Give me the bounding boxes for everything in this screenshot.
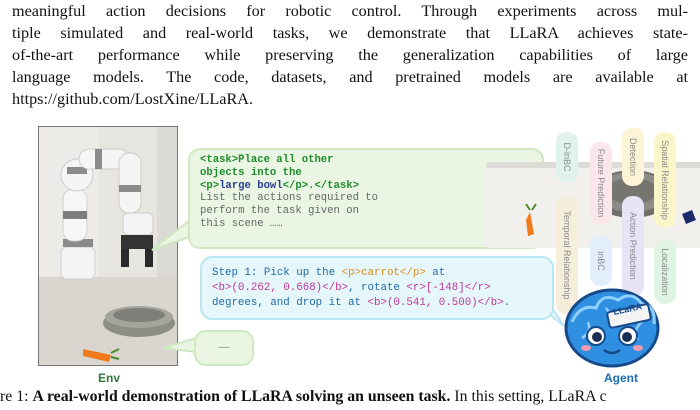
agent-brain-icon: [564, 288, 660, 368]
task-prompt: <task>Place all other objects into the <…: [200, 154, 378, 231]
object-open-tag: <p>: [200, 179, 220, 192]
agent-label: Agent: [604, 371, 638, 385]
task-close-tag: .</task>: [308, 179, 359, 192]
capability-tag: D-inBC: [556, 132, 578, 182]
caption-rest: In this setting, LLaRA c: [450, 388, 607, 405]
figure-1: Env <task>Place all other objects into t…: [0, 122, 700, 386]
step-response: Step 1: Pick up the <p>carrot</p> at <b>…: [212, 267, 511, 309]
caption-prefix: re 1:: [0, 388, 33, 405]
capability-tag: inBC: [590, 236, 612, 286]
abstract-line: meaningful action decisions for robotic …: [12, 2, 688, 20]
task-open-tag: <task>: [200, 154, 239, 166]
env-label: Env: [97, 371, 120, 385]
step-bubble: Step 1: Pick up the <p>carrot</p> at <b>…: [200, 256, 554, 320]
robot-arm-illustration: [39, 127, 177, 365]
abstract-line: of-the-art performance while preserving …: [12, 46, 688, 64]
abstract-line: https://github.com/LostXine/LLaRA.: [12, 90, 253, 108]
abstract-text: meaningful action decisions for robotic …: [12, 0, 688, 110]
rotation-tag: <r>[-148]</r>: [406, 281, 491, 294]
caption-title: A real-world demonstration of LLaRA solv…: [32, 388, 451, 405]
object-close-tag: </p>: [282, 179, 309, 192]
continuation-dots: ……: [217, 341, 230, 352]
capability-tag: Temporal Relationship: [556, 196, 578, 314]
task-bubble: <task>Place all other objects into the <…: [188, 148, 700, 249]
carrot-tag: <p>carrot</p>: [341, 267, 426, 279]
pick-coordinate: <b>(0.262, 0.668)</b>: [212, 281, 349, 294]
task-line: Place all other: [238, 154, 334, 166]
capability-tag: Localization: [654, 240, 676, 304]
drop-coordinate: <b>(0.541, 0.500)</b>: [367, 296, 504, 309]
capability-tag: Spatial Relationship: [654, 132, 676, 228]
figure-caption: re 1: A real-world demonstration of LLaR…: [0, 386, 700, 408]
task-instruction: List the actions required to perform the…: [200, 192, 379, 230]
abstract-line: language models. The code, datasets, and…: [12, 68, 688, 86]
capability-tag: Detection: [622, 128, 644, 186]
task-object: large bowl: [219, 179, 283, 192]
capability-tag: Future Prediction: [590, 142, 612, 224]
abstract-line: tiple simulated and real-world tasks, we…: [12, 24, 688, 42]
continuation-bubble: ……: [194, 330, 254, 366]
robot-env-photo: [38, 126, 178, 366]
capability-tag: Action Prediction: [622, 196, 644, 296]
task-line: objects into the: [200, 166, 302, 179]
